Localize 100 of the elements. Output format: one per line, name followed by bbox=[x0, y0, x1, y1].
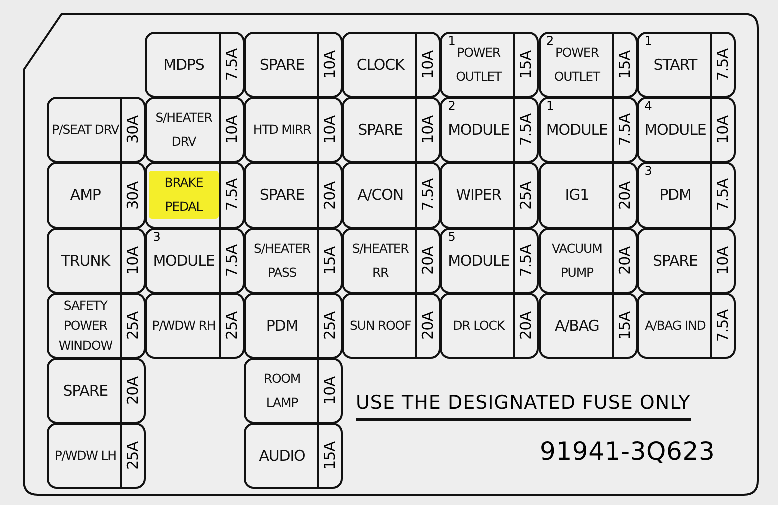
fuse-label: VACUUM PUMP bbox=[551, 240, 604, 282]
fuse-label: DR LOCK bbox=[453, 316, 505, 335]
fuse-label: MODULE bbox=[546, 120, 608, 142]
fuse-slot bbox=[47, 423, 146, 490]
fuse-slot bbox=[244, 292, 343, 359]
fuse-slot bbox=[244, 358, 343, 424]
fuse-label: TRUNK bbox=[61, 250, 110, 272]
fuse-label: P/WDW RH bbox=[152, 316, 216, 335]
fuse-rating: 7.5A bbox=[517, 244, 536, 277]
fuse-rating: 10A bbox=[320, 116, 339, 144]
fuse-rating: 10A bbox=[714, 246, 732, 275]
fuse-slot bbox=[636, 162, 736, 229]
fuse-rating: 20A bbox=[124, 377, 142, 406]
fuse-rating: 25A bbox=[124, 312, 142, 340]
fuse-rating: 15A bbox=[320, 246, 339, 275]
fuse-label: SUN ROOF bbox=[350, 316, 412, 335]
fuse-rating: 25A bbox=[517, 182, 536, 210]
fuse-label: CLOCK bbox=[356, 55, 404, 76]
fuse-label: PDM bbox=[660, 185, 692, 206]
fuse-label: MODULE bbox=[153, 250, 215, 272]
fuse-slot bbox=[145, 32, 245, 98]
fuse-slot bbox=[440, 32, 540, 98]
fuse-label: S/HEATER PASS bbox=[253, 240, 312, 282]
fuse-rating: 7.5A bbox=[616, 114, 634, 146]
fuse-label: BRAKE PEDAL bbox=[149, 171, 219, 220]
fuse-slot bbox=[47, 97, 146, 164]
fuse-rating: 10A bbox=[320, 377, 339, 406]
fuse-slot bbox=[538, 97, 638, 164]
fuse-slot bbox=[538, 32, 638, 98]
fuse-label: POWER OUTLET bbox=[455, 44, 504, 86]
fuse-label: POWER OUTLET bbox=[553, 44, 602, 86]
fuse-rating: 30A bbox=[124, 182, 142, 210]
fuse-rating: 7.5A bbox=[714, 310, 732, 342]
fuse-slot bbox=[440, 97, 540, 164]
fuse-slot bbox=[636, 228, 736, 294]
fuse-rating: 20A bbox=[517, 312, 536, 340]
fuse-rating: 20A bbox=[320, 182, 339, 210]
position-number: 1 bbox=[546, 99, 554, 114]
fuse-slot bbox=[636, 292, 736, 359]
fuse-slot bbox=[440, 228, 540, 294]
fuse-label: MDPS bbox=[164, 55, 204, 76]
warning-note: USE THE DESIGNATED FUSE ONLY bbox=[356, 392, 691, 421]
fuse-rating: 7.5A bbox=[419, 179, 438, 212]
fuse-rating: 30A bbox=[124, 116, 142, 144]
fuse-rating: 25A bbox=[222, 312, 241, 340]
fuse-label: SPARE bbox=[260, 55, 305, 76]
fuse-label: AUDIO bbox=[259, 446, 306, 468]
position-number: 1 bbox=[644, 34, 652, 48]
fuse-label: S/HEATER DRV bbox=[154, 109, 214, 152]
fuse-slot bbox=[342, 32, 442, 98]
position-number: 1 bbox=[448, 34, 456, 48]
fuse-label: A/BAG IND bbox=[645, 316, 706, 335]
fuse-rating: 10A bbox=[714, 116, 732, 144]
fuse-slot bbox=[244, 32, 343, 98]
part-number: 91941-3Q623 bbox=[540, 437, 716, 466]
fuse-slot bbox=[47, 292, 146, 359]
fuse-slot bbox=[145, 292, 245, 359]
fuse-slot bbox=[145, 97, 245, 164]
fuse-rating: 25A bbox=[124, 442, 142, 470]
fuse-label: PDM bbox=[266, 316, 298, 337]
fuse-label: P/SEAT DRV bbox=[52, 121, 120, 140]
fuse-slot bbox=[342, 162, 442, 229]
fuse-slot bbox=[244, 423, 343, 490]
fuse-rating: 7.5A bbox=[222, 244, 241, 277]
position-number: 2 bbox=[546, 34, 554, 48]
fuse-slot bbox=[342, 97, 442, 164]
fuse-slot bbox=[145, 162, 245, 229]
fuse-slot bbox=[636, 32, 736, 98]
fuse-rating: 20A bbox=[419, 312, 438, 340]
fuse-rating: 7.5A bbox=[714, 179, 732, 212]
fuse-rating: 10A bbox=[320, 51, 339, 80]
fuse-rating: 20A bbox=[616, 246, 634, 275]
fuse-slot bbox=[636, 97, 736, 164]
fuse-label: P/WDW LH bbox=[54, 447, 116, 466]
fuse-rating: 20A bbox=[616, 182, 634, 210]
fuse-rating: 15A bbox=[320, 442, 339, 470]
fuse-rating: 10A bbox=[222, 116, 241, 144]
fuse-slot bbox=[47, 162, 146, 229]
position-number: 4 bbox=[644, 99, 652, 114]
fuse-slot bbox=[244, 162, 343, 229]
fuse-rating: 7.5A bbox=[222, 179, 241, 212]
fuse-rating: 10A bbox=[124, 246, 142, 275]
fuse-slot bbox=[440, 162, 540, 229]
fuse-label: SPARE bbox=[63, 381, 108, 402]
fuse-rating: 20A bbox=[419, 246, 438, 275]
position-number: 2 bbox=[448, 99, 456, 114]
fuse-label: ROOM LAMP bbox=[262, 370, 302, 412]
fuse-label: HTD MIRR bbox=[253, 121, 312, 140]
fuse-rating: 7.5A bbox=[714, 49, 732, 82]
fuse-label: MODULE bbox=[644, 120, 706, 142]
fuse-label: AMP bbox=[70, 185, 101, 206]
fuse-label: WIPER bbox=[456, 185, 502, 206]
fuse-label: A/BAG bbox=[555, 316, 600, 337]
fuse-slot bbox=[342, 228, 442, 294]
fuse-rating: 7.5A bbox=[517, 114, 536, 146]
position-number: 3 bbox=[153, 230, 161, 244]
fuse-rating: 10A bbox=[419, 51, 438, 80]
position-number: 3 bbox=[644, 164, 652, 178]
fuse-label: IG1 bbox=[565, 185, 590, 206]
fuse-slot bbox=[440, 292, 540, 359]
